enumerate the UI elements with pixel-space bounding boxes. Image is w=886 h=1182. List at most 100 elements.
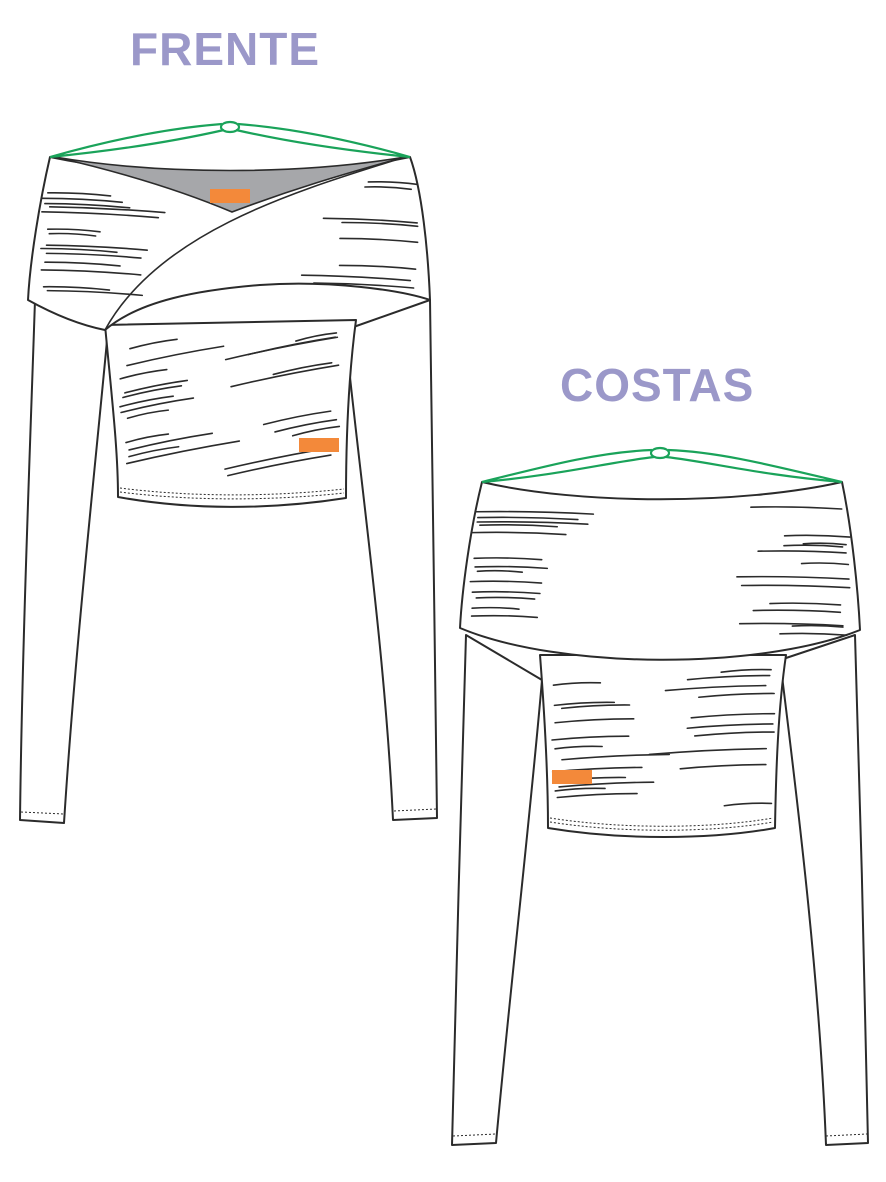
gather-line xyxy=(476,569,524,574)
gather-line xyxy=(367,181,419,186)
gather-line xyxy=(723,802,773,807)
gather-line xyxy=(227,454,332,477)
front-right-cuff-stitch xyxy=(393,808,437,812)
gather-line xyxy=(119,368,168,380)
gather-line xyxy=(129,338,178,350)
gather-line xyxy=(470,531,567,536)
gather-line xyxy=(295,332,338,342)
gather-line xyxy=(469,580,543,584)
gather-line xyxy=(552,681,602,686)
front-view-label: FRENTE xyxy=(130,23,320,75)
gather-line xyxy=(686,723,774,730)
gather-line xyxy=(230,364,340,388)
front-right-sleeve xyxy=(344,299,438,821)
front-strap xyxy=(49,122,411,159)
gather-line xyxy=(553,701,616,707)
gather-line xyxy=(339,237,419,244)
gather-line xyxy=(648,747,768,756)
front-garment xyxy=(19,120,438,824)
gather-line xyxy=(364,186,413,191)
gather-line xyxy=(769,602,842,606)
gather-line xyxy=(126,409,170,420)
gather-line xyxy=(738,622,844,627)
gather-line xyxy=(779,632,848,636)
gather-line xyxy=(41,197,124,204)
gather-line xyxy=(300,274,412,282)
gather-line xyxy=(128,445,180,458)
gather-line xyxy=(40,269,142,276)
gather-line xyxy=(474,510,595,515)
gather-line xyxy=(679,763,767,770)
gather-line xyxy=(44,202,131,209)
gather-line xyxy=(740,584,851,589)
gather-line xyxy=(783,544,844,548)
gather-line xyxy=(471,590,541,595)
gather-line xyxy=(720,668,772,674)
gather-line xyxy=(262,410,332,426)
gather-line xyxy=(736,575,850,580)
gather-line xyxy=(476,521,589,526)
gather-line xyxy=(313,282,415,289)
front-wrap-edge xyxy=(104,156,406,331)
gather-line xyxy=(554,787,606,792)
back-side-tag xyxy=(552,770,592,784)
front-left-sleeve xyxy=(19,299,109,824)
gather-line xyxy=(46,289,144,297)
gather-line xyxy=(791,624,844,628)
gather-line xyxy=(556,792,638,799)
gather-line xyxy=(125,433,170,444)
gather-line xyxy=(274,418,338,433)
back-gather-lines xyxy=(469,506,851,807)
gather-line xyxy=(690,712,776,719)
gather-line xyxy=(46,228,101,233)
gather-line xyxy=(128,432,214,451)
gather-line xyxy=(224,336,339,361)
gather-line xyxy=(40,247,118,254)
gather-line xyxy=(119,395,174,408)
gather-line xyxy=(802,542,847,546)
gather-line xyxy=(120,397,195,414)
gather-line xyxy=(693,731,775,737)
gather-line xyxy=(757,550,847,554)
front-left-cuff-stitch xyxy=(20,811,65,815)
front-gather-lines xyxy=(40,181,419,477)
gather-line xyxy=(124,379,189,394)
gather-line xyxy=(47,191,112,197)
back-right-sleeve xyxy=(779,634,869,1146)
gather-line xyxy=(126,345,225,367)
gather-line xyxy=(752,609,842,614)
gather-line xyxy=(44,261,121,267)
gather-line xyxy=(750,506,843,510)
gather-line xyxy=(338,264,417,270)
gather-line xyxy=(560,704,631,710)
gather-line xyxy=(42,285,111,291)
front-lining xyxy=(54,156,406,213)
gather-line xyxy=(272,361,333,376)
gather-line xyxy=(125,440,241,465)
gather-line xyxy=(473,557,543,561)
gather-line xyxy=(477,516,579,521)
gather-line xyxy=(686,674,771,681)
back-body xyxy=(539,654,787,838)
gather-line xyxy=(561,753,671,761)
back-strap-ring xyxy=(649,446,671,460)
gather-line xyxy=(551,735,630,741)
back-garment xyxy=(451,446,869,1146)
back-neckband xyxy=(459,481,861,661)
front-label-tag xyxy=(210,189,250,203)
gather-line xyxy=(698,692,775,699)
gather-line xyxy=(45,244,149,251)
gather-line xyxy=(48,206,166,214)
gather-line xyxy=(783,534,851,538)
gather-line xyxy=(48,232,97,237)
gather-line xyxy=(470,614,539,619)
gather-line xyxy=(475,596,536,600)
gather-line xyxy=(291,425,341,437)
gather-line xyxy=(45,252,142,259)
gather-line xyxy=(479,524,559,528)
gather-line xyxy=(41,211,160,219)
gather-line xyxy=(800,562,850,566)
gather-line xyxy=(554,745,603,750)
back-strap xyxy=(481,448,843,484)
